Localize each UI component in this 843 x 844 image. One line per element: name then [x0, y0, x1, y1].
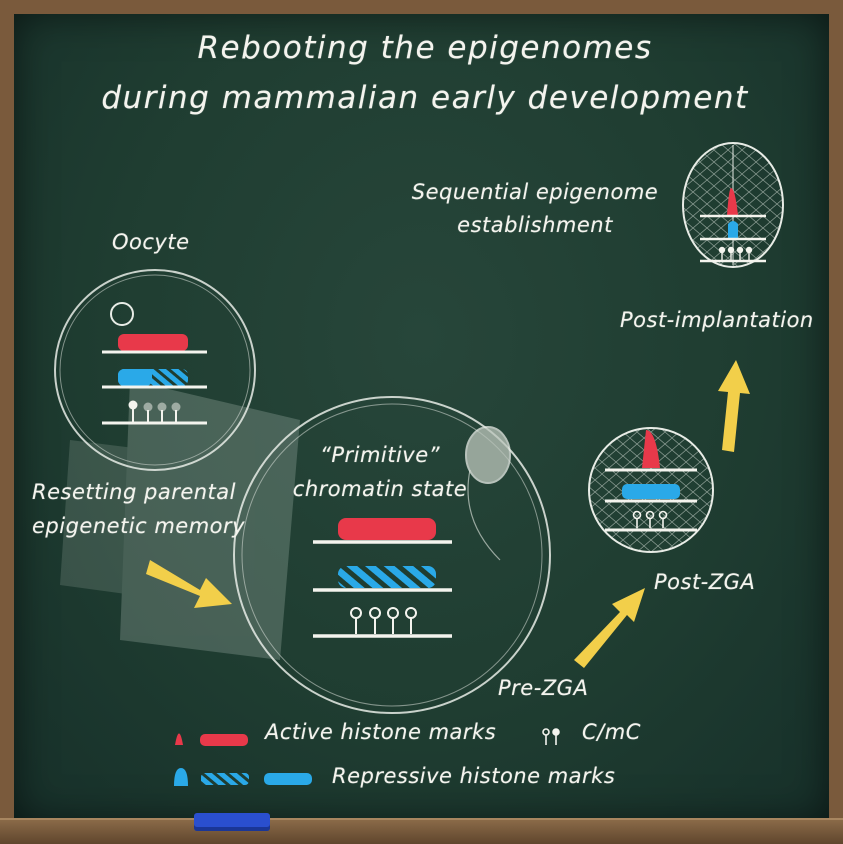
sequential-label-2: establishment	[457, 213, 613, 237]
progression-arrows	[146, 360, 750, 668]
arrow-post-zga	[718, 360, 750, 452]
post-implantation-label: Post-implantation	[620, 308, 814, 332]
arrow-reset	[146, 560, 232, 608]
postzga-methylation	[632, 510, 668, 528]
reset-smudge	[60, 380, 300, 660]
resetting-label-1: Resetting parental	[32, 480, 236, 504]
zygote-methylation	[350, 607, 417, 634]
postzga-repressive-mark	[622, 484, 680, 499]
legend-active-bar-icon	[200, 734, 248, 746]
chalkboard-surface	[14, 14, 829, 822]
sequential-label-1: Sequential epigenome	[411, 180, 659, 204]
legend-cmc-label: C/mC	[582, 720, 641, 744]
legend-repressive-bar-icon	[264, 773, 312, 785]
resetting-label-2: epigenetic memory	[32, 514, 246, 538]
pre-zga-label: Pre-ZGA	[498, 676, 589, 700]
post-zga-embryo	[588, 427, 714, 553]
post-zga-label: Post-ZGA	[654, 570, 756, 594]
postimpl-active-peak	[727, 188, 738, 215]
legend-repressive-label: Repressive histone marks	[332, 764, 616, 788]
zygote-active-mark	[338, 518, 436, 540]
title-line-2: during mammalian early development	[101, 80, 749, 116]
oocyte-label: Oocyte	[112, 230, 190, 254]
postimpl-methylation	[718, 246, 753, 260]
arrow-pre-zga	[574, 588, 645, 668]
postzga-active-peak	[642, 430, 660, 468]
postimpl-repressive-mark	[728, 221, 738, 238]
legend-cmc-icon	[542, 728, 560, 745]
title-line-1: Rebooting the epigenomes	[197, 30, 653, 66]
legend-active-peak-icon	[175, 733, 183, 745]
oocyte-methylation	[128, 400, 181, 422]
legend-active-label: Active histone marks	[265, 720, 497, 744]
legend-icons	[174, 728, 560, 786]
blue-eraser	[194, 813, 270, 831]
legend-repressive-hatched-icon	[201, 773, 249, 785]
oocyte-active-mark	[118, 334, 188, 351]
polar-body	[465, 426, 511, 484]
zygote-repressive-mark	[338, 566, 436, 588]
legend-repressive-peak-icon	[174, 768, 188, 786]
primitive-label-2: chromatin state	[292, 477, 468, 501]
post-implantation-embryo	[682, 142, 784, 268]
oocyte-cell	[54, 269, 256, 471]
zygote-cell	[233, 396, 551, 714]
primitive-label-1: “Primitive”	[319, 443, 441, 467]
chalk-ledge	[0, 818, 843, 844]
